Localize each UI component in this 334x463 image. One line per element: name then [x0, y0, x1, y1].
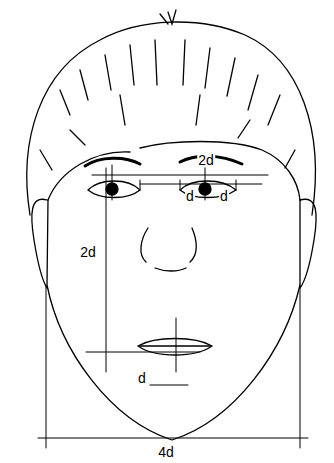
hair [27, 10, 316, 215]
eyebrows [85, 156, 242, 166]
dimension-lines [38, 165, 308, 448]
nose [141, 228, 196, 271]
face-outline [47, 200, 300, 440]
dimension-label: 2d [79, 245, 97, 260]
mouth [138, 339, 212, 356]
dimension-label: d [137, 371, 147, 386]
ears [32, 199, 316, 288]
dimension-label: 2d [197, 153, 215, 168]
eyes [88, 181, 236, 198]
dimension-label: 4d [157, 445, 175, 460]
dimension-label: d [185, 189, 195, 204]
dimension-label: d [219, 189, 229, 204]
